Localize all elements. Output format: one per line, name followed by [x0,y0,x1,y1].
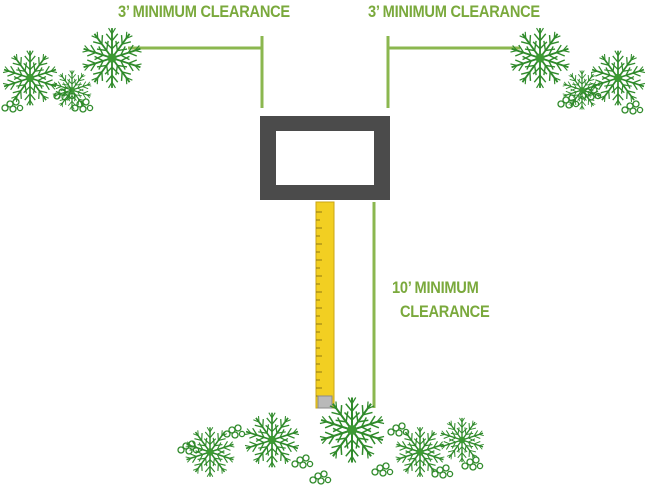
side-clearance-label-left: 3’ MINIMUM CLEARANCE [118,2,290,21]
shrub-icon [509,28,645,115]
clearance-lines [128,36,520,408]
front-clearance-label-line2: CLEARANCE [400,302,490,321]
utility-box-icon [260,116,390,200]
shrub-icon [177,398,485,485]
front-clearance-label-line1: 10’ MINIMUM [392,278,479,297]
tape-measure-icon [315,201,335,409]
shrub-icon [1,28,143,113]
side-clearance-label-right: 3’ MINIMUM CLEARANCE [368,2,540,21]
